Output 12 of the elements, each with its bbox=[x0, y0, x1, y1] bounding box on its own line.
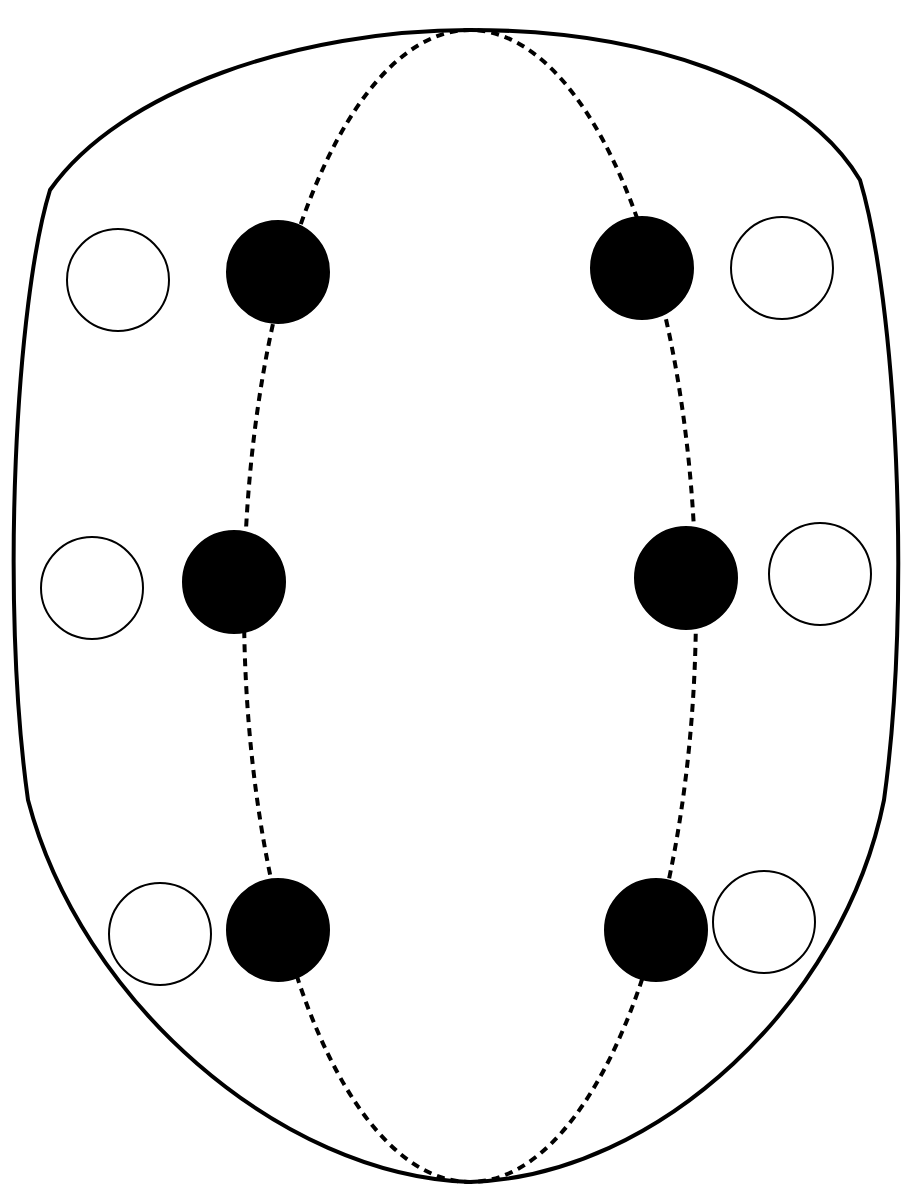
filled-circle bbox=[604, 878, 708, 982]
hollow-circle bbox=[40, 536, 144, 640]
hollow-circle bbox=[730, 216, 834, 320]
hollow-circle bbox=[66, 228, 170, 332]
filled-circle bbox=[226, 878, 330, 982]
filled-circle bbox=[590, 216, 694, 320]
filled-circle bbox=[226, 220, 330, 324]
filled-circle bbox=[634, 526, 738, 630]
filled-circle bbox=[182, 530, 286, 634]
hollow-circle bbox=[768, 522, 872, 626]
hollow-circle bbox=[712, 870, 816, 974]
hollow-circle bbox=[108, 882, 212, 986]
